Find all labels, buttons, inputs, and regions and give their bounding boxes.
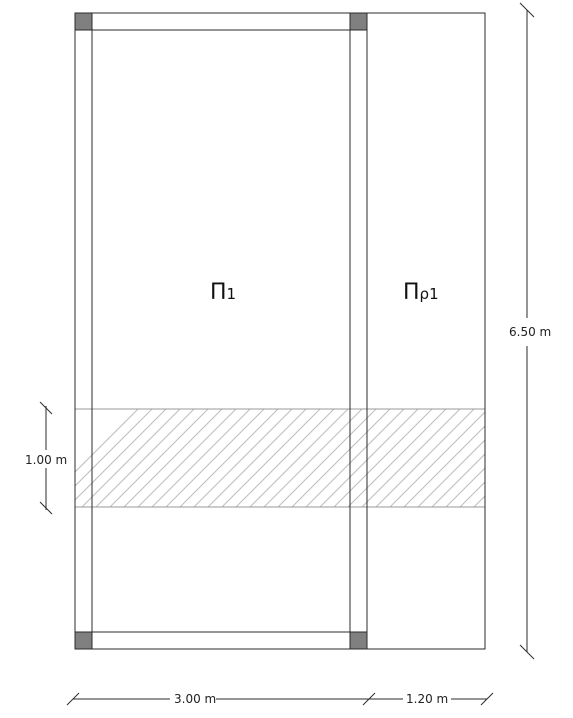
hatch-line (530, 409, 573, 507)
hatch-line (123, 409, 223, 507)
panel-cantilever-subscript: ρ1 (420, 285, 439, 303)
hatch-line (193, 409, 293, 507)
dimension-height-total: 6.50 m (509, 2, 551, 660)
tick-main-left (66, 692, 80, 706)
beams (75, 13, 368, 649)
hatch-line (473, 495, 485, 507)
tick-strip-top (39, 401, 53, 415)
tick-cantilever-right (480, 692, 494, 706)
hatch-line (95, 409, 195, 507)
hatch-line (389, 411, 485, 507)
panel-main-subscript: 1 (227, 285, 237, 303)
dimension-width-main: 3.00 m (66, 692, 376, 706)
dimension-cantilever-label: 1.20 m (406, 692, 448, 706)
hatched-strip (74, 408, 573, 508)
hatch-line (375, 409, 475, 507)
panel-cantilever-symbol: Π (403, 280, 420, 305)
hatch-line (235, 409, 335, 507)
hatch-line (431, 453, 485, 507)
panel-label-cantilever: Πρ1 (403, 280, 439, 305)
hatch-line (249, 409, 349, 507)
hatch-line (75, 409, 167, 501)
hatch-line (291, 409, 391, 507)
dimension-width-cantilever: 1.20 m (369, 692, 494, 706)
hatch-line (165, 409, 265, 507)
hatch-line (516, 409, 573, 507)
hatch-line (263, 409, 363, 507)
tick-top (519, 2, 535, 18)
hatch-line (75, 409, 139, 473)
hatch-line (221, 409, 321, 507)
hatch-line (459, 481, 485, 507)
hatch-line (347, 409, 447, 507)
dimension-main-label: 3.00 m (174, 692, 216, 706)
slab-outline (74, 12, 486, 650)
hatch-line (305, 409, 405, 507)
column-bottom-right (349, 631, 368, 650)
hatch-line (558, 409, 573, 507)
hatch-line (445, 467, 485, 507)
hatch-line (319, 409, 419, 507)
hatch-pattern (75, 409, 573, 507)
tick-strip-bottom (39, 501, 53, 515)
hatch-line (277, 409, 377, 507)
hatch-line (544, 409, 573, 507)
column-bottom-left (74, 631, 93, 650)
hatch-line (109, 409, 209, 507)
panel-main-symbol: Π (210, 280, 227, 305)
hatch-line (502, 409, 573, 507)
hatch-line (403, 425, 485, 507)
tick-bottom (519, 644, 535, 660)
hatch-line (75, 409, 153, 487)
column-top-right (349, 12, 368, 31)
hatch-line (81, 409, 181, 507)
columns (74, 12, 368, 650)
panel-label-main: Π1 (210, 280, 236, 305)
hatch-line (179, 409, 279, 507)
dimension-strip-height: 1.00 m (22, 401, 70, 515)
dimension-strip-label: 1.00 m (25, 453, 67, 467)
hatch-line (333, 409, 433, 507)
hatch-line (137, 409, 237, 507)
hatch-line (151, 409, 251, 507)
column-top-left (74, 12, 93, 31)
dimension-height-label: 6.50 m (509, 325, 551, 339)
hatch-line (417, 439, 485, 507)
hatch-line (207, 409, 307, 507)
hatch-line (361, 409, 461, 507)
hatch-line (488, 409, 573, 507)
